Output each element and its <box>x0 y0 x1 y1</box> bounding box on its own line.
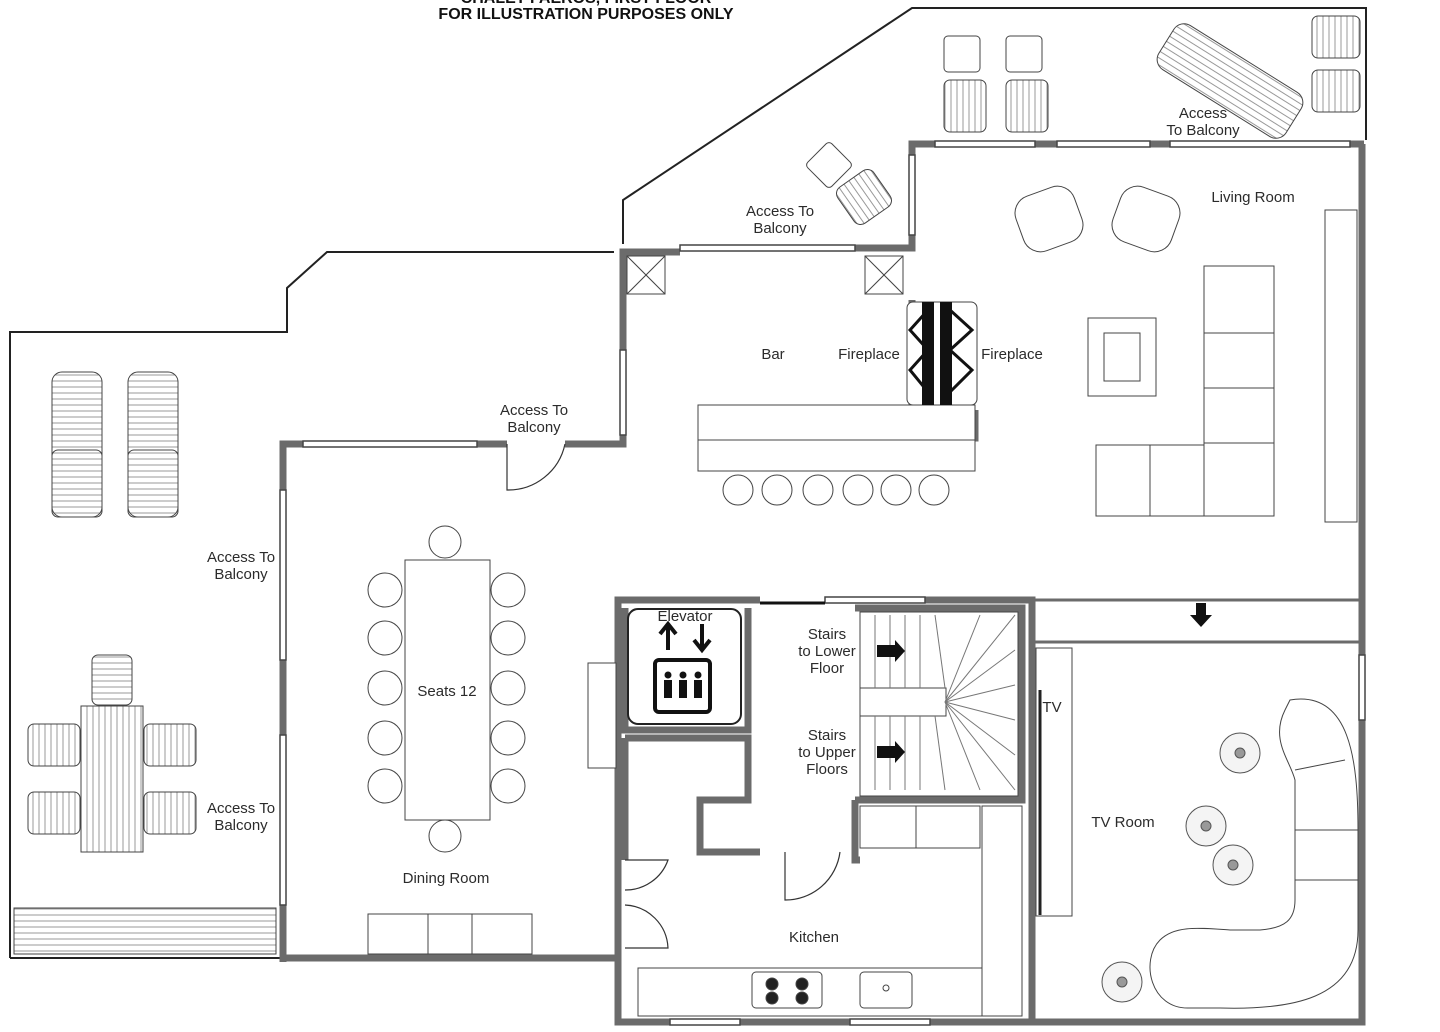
elevator <box>627 608 742 725</box>
side-tables <box>1101 732 1261 1003</box>
balcony-chairs-north <box>806 15 1361 225</box>
door-swings <box>506 443 841 949</box>
armchair-2 <box>1111 185 1181 253</box>
table-seats-label: Seats 12 <box>417 683 477 700</box>
corner-sofa <box>1095 265 1275 517</box>
living-room-label: Living Room <box>1211 189 1295 206</box>
outdoor-table <box>27 654 197 853</box>
balcony-access-label-ne: Access To Balcony <box>1166 105 1240 139</box>
stairs-upper-label: Stairs to Upper Floors <box>798 727 856 778</box>
kitchen-label: Kitchen <box>788 929 840 946</box>
balcony-access-label-west-2: Access To Balcony <box>206 800 276 834</box>
armchair-1 <box>1014 185 1084 253</box>
sun-lounger-left-2 <box>127 371 179 518</box>
terrace-outline <box>9 251 614 958</box>
fireplace-label-living: Fireplace <box>981 346 1043 363</box>
dining-cabinet <box>367 913 533 955</box>
tv-room-label: TV Room <box>1091 814 1155 831</box>
balcony-access-label-bar: Access To Balcony <box>745 203 815 237</box>
elevator-label: Elevator <box>657 608 713 625</box>
balcony-access-label-west-1: Access To Balcony <box>206 549 276 583</box>
plan-disclaimer: FOR ILLUSTRATION PURPOSES ONLY <box>438 6 734 23</box>
living-sideboard <box>1324 209 1358 523</box>
dining-table <box>367 525 526 853</box>
tv-sofa <box>1149 698 1359 1009</box>
coffee-table <box>1087 317 1157 397</box>
kitchen-units <box>637 805 1023 1017</box>
plan-title: CHALET FAEROS, FIRST FLOOR <box>461 0 712 8</box>
terrace-outline-ne <box>622 7 1367 244</box>
sun-lounger-left-1 <box>51 371 103 518</box>
stairs-lower-label: Stairs to Lower Floor <box>798 626 856 677</box>
dining-room-label: Dining Room <box>402 870 490 887</box>
fireplace <box>906 301 978 406</box>
tv-unit <box>1035 647 1073 917</box>
stairs <box>859 611 1019 797</box>
fireplace-label-bar: Fireplace <box>838 346 900 363</box>
bar-counter <box>697 404 976 506</box>
bar-label: Bar <box>761 346 785 363</box>
bar-cabinets <box>626 255 904 295</box>
entry-arrow <box>1190 603 1212 627</box>
balcony-access-label-door: Access To Balcony <box>499 402 569 436</box>
windows <box>279 140 1366 1026</box>
sideboard <box>587 662 617 769</box>
terrace-steps <box>13 907 277 955</box>
tv-label: TV <box>1042 699 1062 716</box>
